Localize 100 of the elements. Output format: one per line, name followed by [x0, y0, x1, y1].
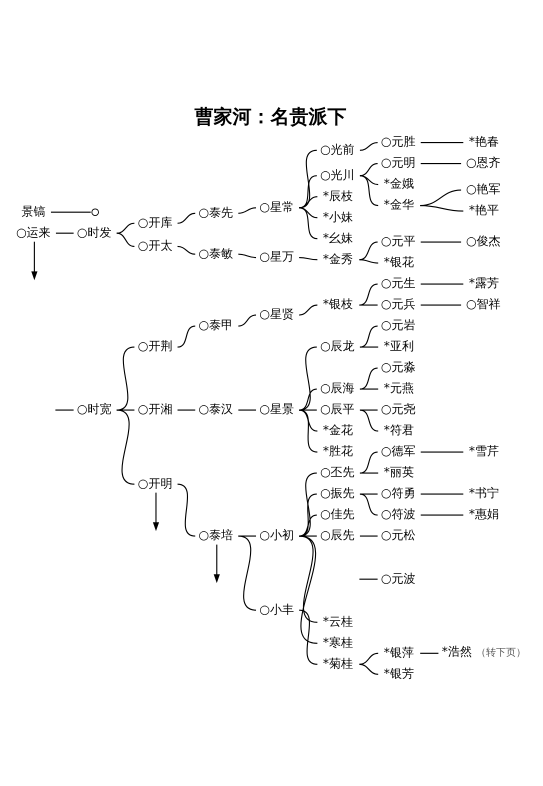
- node-text: ○恩齐: [466, 155, 501, 170]
- connector: [420, 493, 464, 494]
- connector: [55, 409, 74, 410]
- node-label: （转下页）: [476, 646, 526, 658]
- node-text: ○光前: [320, 142, 355, 156]
- connector: [360, 142, 378, 150]
- node-text: ○辰海: [320, 380, 355, 395]
- node-text: *惠娟: [468, 506, 499, 521]
- node-text: *露芳: [468, 276, 499, 290]
- node-text: ○符波: [380, 506, 416, 521]
- connector: [360, 472, 378, 474]
- node-text: ○辰龙: [320, 338, 355, 353]
- node-text: ○星贤: [259, 306, 294, 321]
- node-text: *胜花: [322, 444, 353, 458]
- connector: [178, 245, 196, 254]
- node-text: ○元生: [380, 276, 416, 290]
- connector: [299, 174, 317, 208]
- connector: [116, 346, 135, 410]
- node-text: ○丕先: [320, 464, 355, 479]
- connector: [299, 535, 318, 622]
- node-text: *银萍: [384, 644, 414, 659]
- node-text: ○元胜: [380, 134, 416, 148]
- connector: [299, 256, 318, 260]
- node-text: *符君: [384, 422, 414, 437]
- node-text: ○时宽: [76, 402, 112, 416]
- node-text: ○元尧: [380, 402, 416, 416]
- connector: [238, 206, 256, 214]
- node-text: ○开太: [138, 238, 172, 252]
- node-text: ○开湘: [138, 402, 172, 416]
- node-text: ○开明: [138, 476, 172, 490]
- connector: [299, 409, 317, 410]
- connector: [360, 409, 378, 410]
- connector: [360, 367, 378, 390]
- connector: [299, 346, 317, 410]
- connector: [299, 388, 317, 410]
- node-text: ○元平: [380, 234, 416, 248]
- node-text: ○智祥: [466, 296, 501, 311]
- connector: [177, 325, 196, 348]
- connector: [359, 258, 378, 264]
- connector: [299, 206, 318, 239]
- node-text: ○泰汉: [198, 402, 234, 416]
- node-text: ○元松: [380, 528, 416, 542]
- connector: [360, 493, 378, 516]
- connector: [360, 346, 378, 348]
- diagram-title: 曹家河：名贵派下: [194, 106, 347, 128]
- connector: [177, 212, 196, 224]
- node-text: *艳平: [468, 202, 499, 217]
- connector: [238, 535, 256, 610]
- node-text: ○小初: [259, 528, 294, 542]
- connector: [360, 174, 378, 206]
- node-text: *浩然: [442, 644, 472, 658]
- connector: [50, 211, 91, 212]
- connector: [420, 283, 464, 284]
- node-text: ○泰敏: [198, 246, 234, 260]
- node-text: ○泰甲: [198, 318, 234, 332]
- node-text: ○星常: [259, 199, 294, 214]
- connector: [360, 535, 378, 536]
- connector: [299, 535, 318, 644]
- node-text: ○开库: [138, 214, 172, 229]
- connector: [420, 142, 464, 143]
- connector: [359, 578, 378, 580]
- node-text: *元燕: [384, 380, 414, 395]
- node-text: *丽英: [384, 464, 414, 479]
- connector: [299, 206, 318, 218]
- connector: [420, 451, 464, 452]
- connector: [359, 663, 378, 674]
- node-text: *亚利: [384, 338, 414, 353]
- node-text: *菊桂: [322, 656, 353, 670]
- node-text: ○艳军: [466, 182, 501, 196]
- node-text: ○辰平: [320, 402, 355, 416]
- connector: [360, 451, 378, 474]
- connector: [360, 162, 378, 176]
- node-text: ○开荆: [138, 338, 172, 353]
- connector: [359, 304, 378, 306]
- node-text: ○符勇: [380, 486, 416, 500]
- connector: [360, 409, 378, 432]
- connector: [420, 652, 438, 654]
- node-text: ○星景: [259, 402, 294, 416]
- connector: [360, 388, 378, 390]
- node-text: ○辰先: [320, 528, 355, 542]
- connector: [299, 535, 317, 536]
- node-text: ○元兵: [380, 296, 416, 311]
- node-text: *小妹: [322, 209, 353, 224]
- connector: [359, 241, 378, 260]
- node-text: ○光川: [320, 167, 355, 182]
- connector: [299, 304, 318, 316]
- connector: [299, 493, 317, 536]
- node-text: ○泰培: [198, 528, 234, 542]
- node-text: ○元岩: [380, 318, 416, 332]
- node-text: *寒桂: [322, 634, 353, 649]
- node-text: *辰枝: [322, 188, 353, 202]
- node-circle: [91, 208, 99, 216]
- connector: [299, 196, 318, 208]
- node-text: *金娥: [384, 176, 414, 190]
- node-text: *银枝: [322, 296, 353, 311]
- connector: [116, 409, 135, 484]
- arrow: [152, 492, 160, 531]
- node-text: ○时发: [76, 224, 112, 239]
- node-text: ○星万: [259, 249, 294, 264]
- connector: [420, 241, 462, 242]
